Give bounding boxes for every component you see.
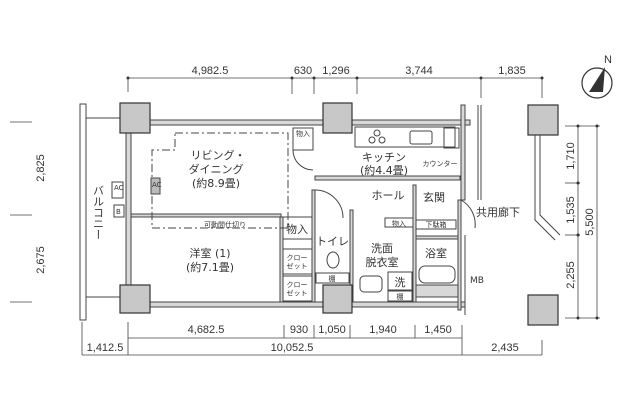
living-label-1: リビング・	[191, 148, 246, 162]
storage-top	[292, 127, 314, 151]
dim-bottom-1: 4,682.5	[188, 324, 225, 336]
bottom-dimensions: 4,682.5 930 1,050 1,940 1,450 1,412.5 10…	[81, 322, 543, 356]
toilet-icon	[326, 251, 340, 269]
washroom-label-2: 脱衣室	[366, 255, 399, 269]
dim-left-1: 2,825	[35, 154, 47, 182]
ac-indoor-unit	[150, 177, 161, 195]
ac-outdoor-label: AC	[114, 184, 124, 192]
dim-bottom-4: 1,940	[369, 324, 397, 336]
ac-indoor-label: AC	[152, 181, 162, 189]
dim-right-1: 1,710	[565, 142, 577, 170]
dim-bottom-5: 1,450	[424, 324, 452, 336]
washroom-label-1: 洗面	[371, 242, 393, 255]
dim-right-3: 2,255	[565, 261, 577, 289]
storage-top-label: 物入	[296, 129, 310, 138]
dim-bottom-outer-2: 10,052.5	[271, 342, 314, 354]
columns	[119, 102, 559, 326]
dim-bottom-3: 1,050	[318, 324, 346, 336]
kitchen-label-1: キッチン	[362, 151, 406, 164]
balcony-label: バルコニー	[92, 185, 105, 240]
dim-top-1: 4,982.5	[192, 65, 229, 77]
dim-left-2: 2,675	[35, 246, 47, 274]
bath-label: 浴室	[425, 246, 447, 260]
living-zone	[151, 132, 289, 229]
balcony: バルコニー AC B	[79, 103, 125, 321]
kitchen-counter	[354, 126, 460, 149]
left-dimensions: 2,825 2,675	[10, 121, 47, 303]
bedroom-storage-label: 物入	[286, 222, 308, 236]
toilet-label: トイレ	[316, 235, 349, 248]
dim-top-4: 3,744	[405, 65, 433, 77]
living-label-3: (約8.9畳)	[192, 176, 240, 190]
kitchen-label-2: (約4.4畳)	[360, 163, 408, 177]
b-label: B	[116, 208, 121, 216]
counter-label: カウンター	[423, 159, 458, 168]
living-label-2: ダイニング	[189, 162, 244, 176]
compass-label: N	[604, 54, 612, 66]
mb-label: MB	[470, 276, 484, 286]
hall-storage-label: 物入	[392, 219, 406, 228]
dim-bottom-outer-3: 2,435	[491, 342, 519, 354]
right-dimensions: 1,710 1,535 2,255 5,500	[565, 124, 600, 320]
wash-shelf-label: 棚	[397, 292, 404, 301]
dim-bottom-2: 930	[290, 324, 308, 336]
bathtub-icon	[418, 265, 456, 284]
corridor-label: 共用廊下	[476, 205, 520, 219]
washer-label: 洗	[395, 276, 406, 289]
partition-label: 可動間仕切り	[204, 220, 246, 229]
entrance-label: 玄関	[423, 190, 445, 204]
hall-label: ホール	[372, 189, 405, 202]
bedroom-label-1: 洋室 (1)	[189, 246, 230, 260]
dim-top-2: 630	[294, 65, 312, 77]
shoe-box-label: 下駄箱	[426, 220, 447, 229]
dim-top-3: 1,296	[322, 65, 350, 77]
top-dimensions: 4,982.5 630 1,296 3,744 1,835	[126, 65, 544, 98]
closet-2-label: クローゼット	[287, 281, 308, 297]
corridor-walls	[464, 105, 561, 315]
north-arrow-icon: N	[581, 54, 613, 99]
bedroom-label-2: (約7.1畳)	[186, 260, 234, 274]
dim-right-2: 1,535	[565, 196, 577, 224]
closet-1-label: クローゼット	[287, 254, 308, 270]
wash-basin-icon	[359, 275, 383, 293]
dim-right-total: 5,500	[584, 208, 596, 236]
dim-bottom-outer-1: 1,412.5	[87, 342, 124, 354]
dim-top-5: 1,835	[498, 65, 526, 77]
toilet-shelf-label: 棚	[329, 274, 336, 283]
front-door	[460, 199, 476, 229]
